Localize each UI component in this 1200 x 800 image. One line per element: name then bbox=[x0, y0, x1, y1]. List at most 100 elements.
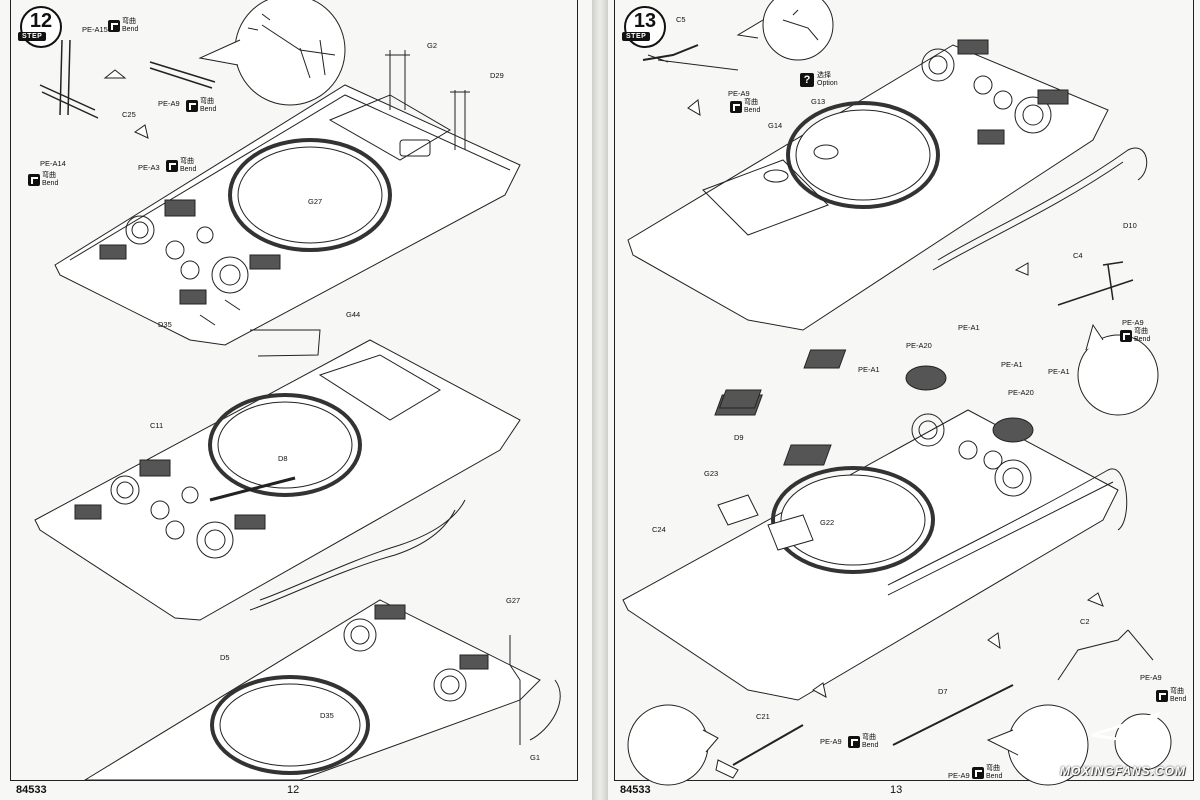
bend-icon bbox=[1156, 690, 1168, 702]
bend-icon bbox=[1120, 330, 1132, 342]
bend-icon bbox=[972, 767, 984, 779]
product-code: 84533 bbox=[620, 784, 651, 796]
bend-icon bbox=[108, 20, 120, 32]
bend-cn: 弯曲 bbox=[122, 18, 136, 25]
step-badge-13: 13 STEP bbox=[622, 6, 666, 48]
bend-en: Bend bbox=[986, 773, 1003, 780]
label-d10: D10 bbox=[1123, 221, 1137, 230]
assembly-drawing-step-13: C5 PE-A9 G13 G14 D10 C4 PE-A9 PE-A1 PE-A… bbox=[622, 0, 1172, 786]
label-g1: G1 bbox=[530, 753, 540, 762]
label-d29: D29 bbox=[490, 71, 504, 80]
step-badge-12: 12 STEP bbox=[18, 6, 62, 48]
bend-cn: 弯曲 bbox=[744, 99, 758, 106]
label-pe-a9-c: PE-A9 bbox=[1140, 673, 1162, 682]
bend-cn: 弯曲 bbox=[1134, 328, 1148, 335]
label-pe-a9: PE-A9 bbox=[728, 89, 750, 98]
label-d9: D9 bbox=[734, 433, 744, 442]
hull-view-2 bbox=[34, 339, 521, 621]
label-d35-b: D35 bbox=[320, 711, 334, 720]
label-pe-a1-b: PE-A1 bbox=[858, 365, 880, 374]
label-c11: C11 bbox=[150, 421, 163, 430]
question-icon: ? bbox=[800, 73, 814, 87]
step-number: 12 bbox=[29, 10, 53, 32]
label-d8: D8 bbox=[278, 454, 288, 463]
page-number: 13 bbox=[890, 784, 903, 796]
bend-cn: 弯曲 bbox=[1170, 688, 1184, 695]
bend-en: Bend bbox=[42, 180, 59, 187]
bend-cn: 弯曲 bbox=[180, 158, 194, 165]
bend-icon bbox=[848, 736, 860, 748]
label-g22: G22 bbox=[820, 518, 834, 527]
bend-en: Bend bbox=[1134, 336, 1151, 343]
hull-view-3 bbox=[83, 599, 561, 781]
label-pe-a1-d: PE-A1 bbox=[1048, 367, 1070, 376]
bend-icon bbox=[730, 101, 742, 113]
paper-plane-logo bbox=[1091, 711, 1160, 759]
label-g27: G27 bbox=[308, 197, 322, 206]
label-g13: G13 bbox=[811, 97, 825, 106]
label-g23: G23 bbox=[704, 469, 718, 478]
label-pe-a15: PE-A15 bbox=[82, 25, 108, 34]
label-pe-a9-d: PE-A9 bbox=[820, 737, 842, 746]
label-pe-a3: PE-A3 bbox=[138, 163, 160, 172]
bend-icon bbox=[28, 174, 40, 186]
label-pe-a20-a: PE-A20 bbox=[906, 341, 932, 350]
page-number: 12 bbox=[287, 784, 300, 796]
hull-view-top bbox=[627, 39, 1148, 331]
product-code: 84533 bbox=[16, 784, 47, 796]
page-gutter bbox=[592, 0, 608, 800]
option-en: Option bbox=[817, 80, 838, 87]
bend-en: Bend bbox=[744, 107, 761, 114]
label-c25: C25 bbox=[122, 110, 136, 119]
label-d7: D7 bbox=[938, 687, 948, 696]
bend-en: Bend bbox=[862, 742, 879, 749]
label-d35: D35 bbox=[158, 320, 172, 329]
label-g14: G14 bbox=[768, 121, 782, 130]
assembly-drawing-step-12: PE-A15 G2 C25 PE-A9 D29 PE-A14 PE-A3 G27… bbox=[34, 0, 561, 781]
hull-view-bottom bbox=[622, 349, 1128, 701]
bend-icon bbox=[186, 100, 198, 112]
step-label: STEP bbox=[622, 32, 651, 41]
bend-cn: 弯曲 bbox=[862, 734, 876, 741]
watermark: MOXINGFANS.COM bbox=[1059, 764, 1186, 778]
hull-view-1 bbox=[54, 50, 521, 357]
label-pe-a20-b: PE-A20 bbox=[1008, 388, 1034, 397]
bend-cn: 弯曲 bbox=[42, 172, 56, 179]
detail-callout-circle bbox=[234, 0, 346, 106]
label-c2: C2 bbox=[1080, 617, 1090, 626]
option-cn: 选择 bbox=[817, 72, 831, 79]
bend-cn: 弯曲 bbox=[986, 765, 1000, 772]
label-g2: G2 bbox=[427, 41, 437, 50]
label-c4: C4 bbox=[1073, 251, 1083, 260]
step-label: STEP bbox=[18, 32, 47, 41]
instruction-page-13: 13 STEP bbox=[608, 0, 1200, 800]
bend-cn: 弯曲 bbox=[200, 98, 214, 105]
instruction-page-12: 12 STEP bbox=[0, 0, 592, 800]
bend-en: Bend bbox=[122, 26, 139, 33]
label-pe-a1-c: PE-A1 bbox=[1001, 360, 1023, 369]
label-g44: G44 bbox=[346, 310, 360, 319]
label-pe-a9-e: PE-A9 bbox=[948, 771, 970, 780]
label-d5: D5 bbox=[220, 653, 230, 662]
label-pe-a9: PE-A9 bbox=[158, 99, 180, 108]
bend-en: Bend bbox=[1170, 696, 1187, 703]
label-c5: C5 bbox=[676, 15, 686, 24]
bend-icon bbox=[166, 160, 178, 172]
label-c24: C24 bbox=[652, 525, 666, 534]
label-pe-a1-a: PE-A1 bbox=[958, 323, 980, 332]
label-pe-a9-b: PE-A9 bbox=[1122, 318, 1144, 327]
step-number: 13 bbox=[633, 10, 657, 32]
bend-en: Bend bbox=[200, 106, 217, 113]
label-pe-a14: PE-A14 bbox=[40, 159, 66, 168]
bend-en: Bend bbox=[180, 166, 197, 173]
